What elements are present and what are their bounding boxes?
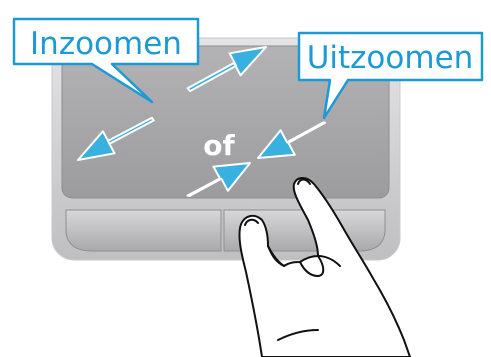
zoom-in-label: Inzoomen [30,26,182,62]
zoom-out-label: Uitzoomen [307,40,474,76]
or-label: of [203,129,235,162]
touchpad-left-button [66,210,221,251]
